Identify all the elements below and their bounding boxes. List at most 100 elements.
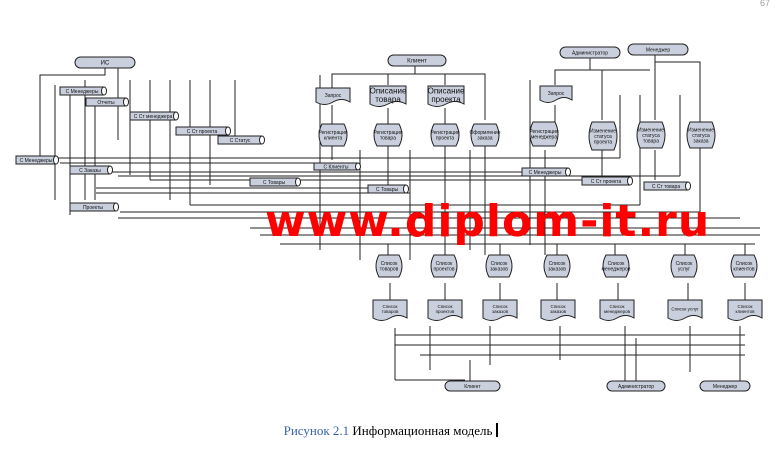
svg-text:Менеджер: Менеджер [646, 47, 670, 53]
svg-text:менеджеров: менеджеров [602, 267, 631, 273]
svg-text:Список: Список [610, 304, 625, 309]
store-mid-3: С Ст проекта [581, 176, 633, 186]
svg-text:Список: Список [551, 304, 566, 309]
store-left-2: С Ст менеджера [129, 111, 179, 121]
svg-text:Список: Список [608, 261, 625, 267]
svg-text:Описание: Описание [370, 86, 407, 95]
svg-text:клиента: клиента [324, 136, 343, 142]
svg-text:С Менеджеры: С Менеджеры [66, 89, 99, 95]
svg-text:ИС: ИС [101, 61, 110, 67]
store-mid-1: С Товары [367, 184, 409, 194]
store-left-3: С Ст проекта [175, 126, 231, 136]
svg-text:проекта: проекта [431, 95, 461, 104]
svg-text:товара: товара [380, 136, 396, 142]
list-doc-5: Список услуг [667, 299, 703, 321]
store-left-1: Отчеты [85, 97, 129, 107]
svg-text:Менеджер: Менеджер [713, 384, 737, 390]
svg-text:Список услуг: Список услуг [671, 307, 699, 312]
svg-text:товара: товара [375, 95, 401, 104]
svg-text:Администратор: Администратор [618, 384, 654, 390]
svg-text:проектов: проектов [436, 309, 455, 314]
store-mid-2: С Менеджеры [521, 167, 571, 177]
connector-lines [39, 55, 760, 382]
caption-text: Информационная модель [352, 423, 493, 438]
svg-text:Клиент: Клиент [464, 384, 481, 390]
store-left-extra: С Менеджеры [15, 155, 59, 165]
svg-text:проекта: проекта [436, 136, 455, 142]
svg-text:Список: Список [549, 261, 566, 267]
svg-text:проектов: проектов [434, 267, 455, 273]
svg-text:Список: Список [491, 261, 508, 267]
svg-text:Регистрация: Регистрация [373, 130, 403, 136]
svg-text:статуса: статуса [692, 133, 710, 139]
svg-text:Администратор: Администратор [572, 50, 608, 56]
text-cursor [496, 423, 499, 437]
store-mid-0: С Клиенты [313, 162, 361, 171]
svg-text:менеджера: менеджера [531, 135, 557, 141]
svg-text:клиентов: клиентов [733, 267, 755, 273]
svg-text:Список: Список [738, 304, 753, 309]
svg-text:заказов: заказов [550, 309, 567, 314]
svg-text:Регистрация: Регистрация [430, 130, 460, 136]
svg-text:Регистрация: Регистрация [318, 130, 348, 136]
svg-text:С Товары: С Товары [376, 187, 399, 193]
svg-text:С Менеджеры: С Менеджеры [529, 170, 562, 176]
svg-text:С Заказы: С Заказы [79, 168, 101, 174]
svg-text:С Ст проекта: С Ст проекта [187, 129, 218, 135]
store-left-5: С Заказы [69, 165, 113, 175]
svg-text:Описание: Описание [428, 86, 465, 95]
svg-text:С Статус: С Статус [230, 138, 251, 144]
svg-text:Список: Список [676, 261, 693, 267]
store-mid-4: С Ст товара [643, 181, 691, 191]
bottom-actor-admin: Администратор [606, 380, 666, 392]
watermark: www.diplom-it.ru [265, 196, 711, 247]
svg-text:Список: Список [493, 304, 508, 309]
svg-text:Список: Список [438, 304, 453, 309]
store-left-4: С Статус [217, 135, 265, 145]
svg-text:Регистрация: Регистрация [529, 129, 559, 135]
svg-text:С Товары: С Товары [263, 180, 286, 186]
admin-doc-0: Запрос [539, 85, 573, 103]
bottom-actor-client: Клиент [444, 380, 501, 392]
figure-caption: Рисунок 2.1 Информационная модель [0, 423, 782, 439]
svg-text:С Менеджеры: С Менеджеры [20, 158, 53, 164]
svg-text:С Ст менеджера: С Ст менеджера [134, 114, 173, 120]
svg-text:менеджеров: менеджеров [604, 309, 631, 314]
svg-text:Оформление: Оформление [469, 130, 500, 136]
svg-text:Отчеты: Отчеты [97, 100, 115, 106]
svg-text:Запрос: Запрос [548, 91, 565, 97]
svg-text:товаров: товаров [380, 267, 399, 273]
svg-text:Список: Список [436, 261, 453, 267]
svg-text:С Клиенты: С Клиенты [323, 164, 348, 170]
store-left-0: С Менеджеры [59, 86, 107, 96]
actor-manager: Менеджер [627, 43, 689, 56]
svg-text:Изменение: Изменение [688, 127, 714, 133]
svg-text:заказов: заказов [492, 309, 509, 314]
svg-text:Изменение: Изменение [590, 128, 616, 134]
svg-text:С Ст проекта: С Ст проекта [591, 179, 622, 185]
svg-text:товара: товара [643, 138, 659, 144]
svg-text:клиентов: клиентов [735, 309, 755, 314]
svg-text:проекта: проекта [594, 139, 613, 145]
svg-text:заказов: заказов [548, 267, 566, 273]
store-left-7: Проекты [69, 202, 119, 212]
